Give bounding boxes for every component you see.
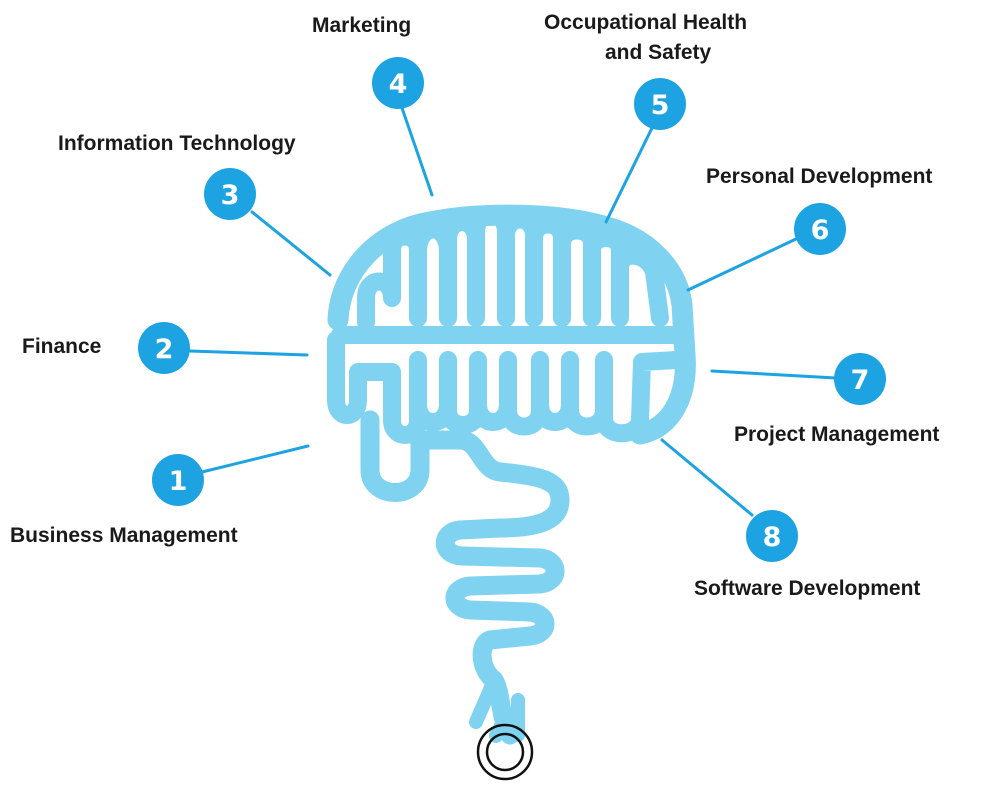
label-occupational-health-line1[interactable]: Occupational Health bbox=[544, 11, 748, 34]
connector-7 bbox=[710, 369, 838, 380]
label-project-management[interactable]: Project Management bbox=[734, 423, 940, 446]
badge-circle bbox=[138, 322, 190, 374]
badge-circle bbox=[204, 168, 256, 220]
badge-number: 6 bbox=[811, 215, 830, 246]
label-personal-development[interactable]: Personal Development bbox=[706, 165, 933, 188]
connector-4 bbox=[400, 106, 434, 197]
connector-1 bbox=[200, 444, 310, 474]
badge-number: 3 bbox=[221, 180, 240, 211]
badge-2[interactable]: 2 bbox=[138, 322, 190, 374]
badge-circle bbox=[372, 57, 424, 109]
badge-4[interactable]: 4 bbox=[372, 57, 424, 109]
badge-number: 5 bbox=[651, 90, 670, 121]
badge-1[interactable]: 1 bbox=[152, 454, 204, 506]
label-information-technology[interactable]: Information Technology bbox=[58, 132, 296, 155]
power-button-icon[interactable] bbox=[476, 723, 534, 781]
label-finance[interactable]: Finance bbox=[22, 335, 102, 358]
brain-maze-icon bbox=[327, 204, 696, 745]
badge-7[interactable]: 7 bbox=[834, 353, 886, 405]
badge-6[interactable]: 6 bbox=[794, 203, 846, 255]
badge-5[interactable]: 5 bbox=[634, 78, 686, 130]
label-software-development[interactable]: Software Development bbox=[694, 577, 921, 600]
badge-number: 1 bbox=[169, 466, 188, 497]
badge-number: 7 bbox=[851, 365, 870, 396]
connector-8 bbox=[660, 438, 754, 517]
badge-circle bbox=[834, 353, 886, 405]
badge-circle bbox=[794, 203, 846, 255]
badge-circle bbox=[634, 78, 686, 130]
label-marketing[interactable]: Marketing bbox=[312, 14, 412, 37]
badge-circle bbox=[746, 510, 798, 562]
connectors bbox=[188, 106, 838, 517]
badge-3[interactable]: 3 bbox=[204, 168, 256, 220]
label-business-management[interactable]: Business Management bbox=[10, 524, 238, 547]
badge-number: 8 bbox=[763, 522, 782, 553]
badge-number: 2 bbox=[155, 334, 174, 365]
badge-number: 4 bbox=[389, 69, 408, 100]
badge-8[interactable]: 8 bbox=[746, 510, 798, 562]
connector-6 bbox=[686, 237, 798, 292]
connector-3 bbox=[250, 210, 332, 277]
badge-circle bbox=[152, 454, 204, 506]
connector-5 bbox=[604, 126, 654, 224]
label-occupational-health-line2[interactable]: and Safety bbox=[605, 41, 712, 64]
connector-2 bbox=[188, 349, 309, 357]
